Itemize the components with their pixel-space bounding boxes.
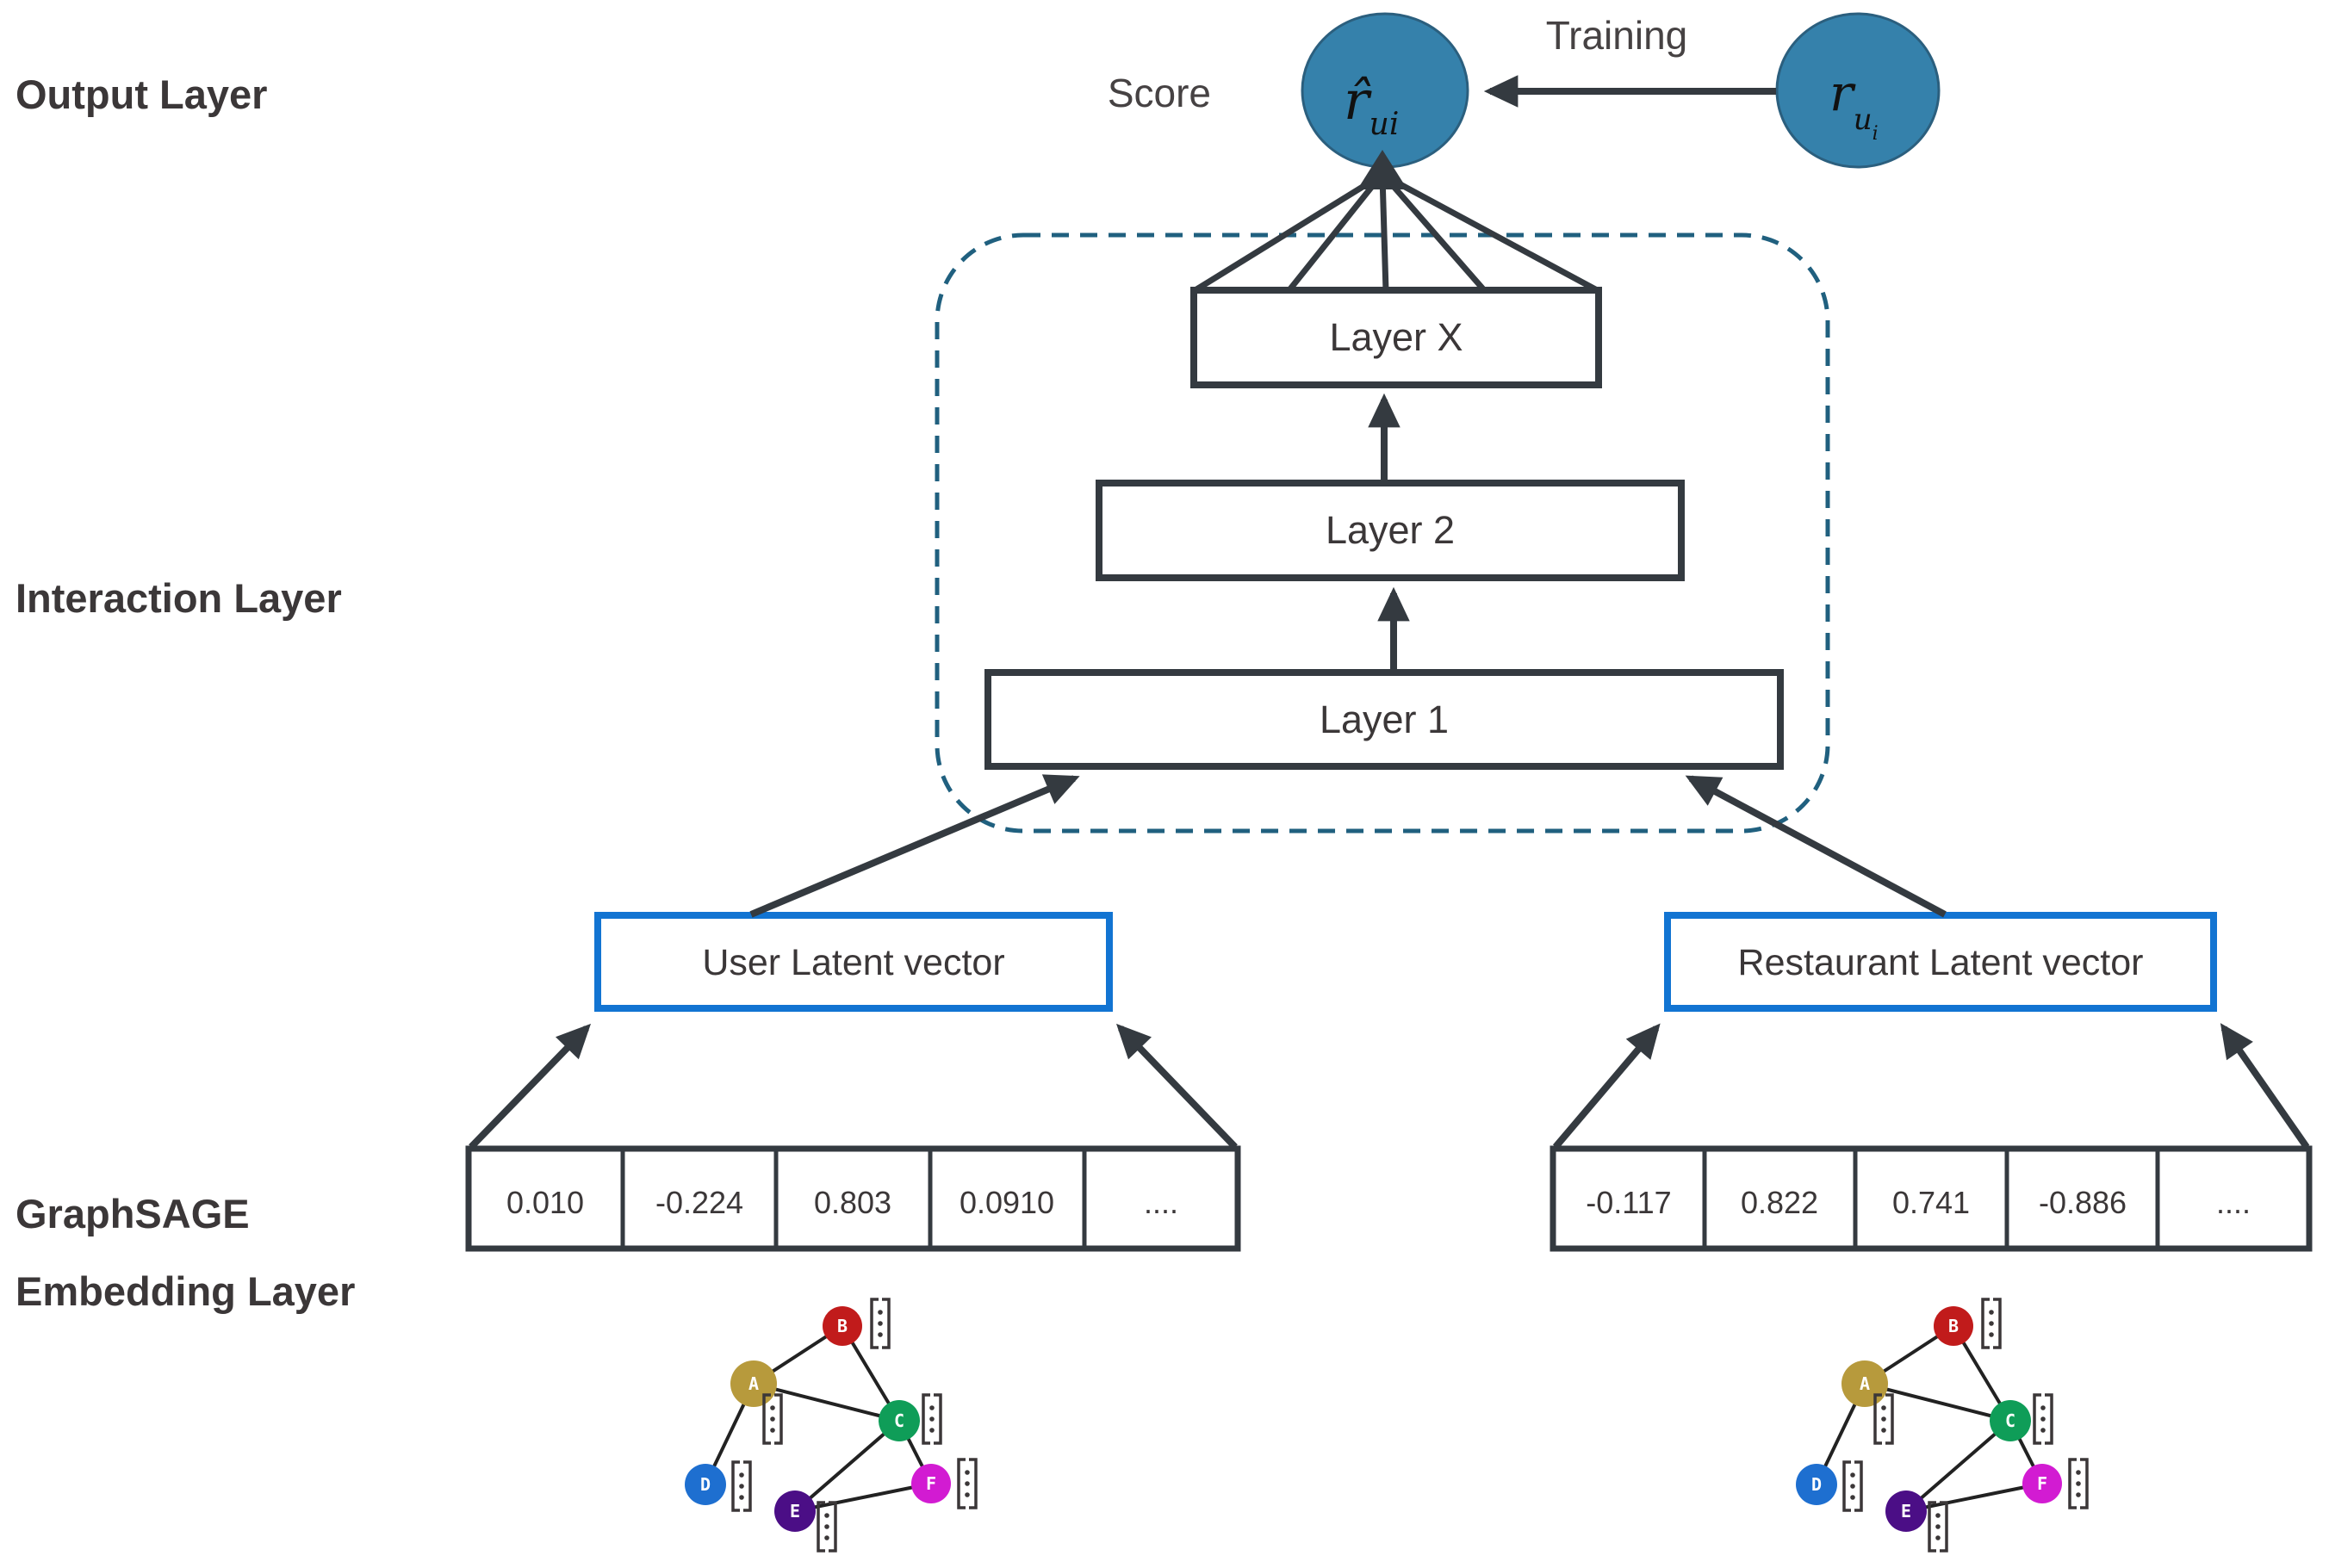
restaurant-embedding-cell: .... (2216, 1185, 2251, 1220)
vector-bracket-icon (957, 1458, 978, 1509)
user-embedding-cell: -0.224 (655, 1185, 743, 1220)
svg-text:A: A (748, 1373, 759, 1394)
restaurant-embedding-cell: 0.741 (1892, 1185, 1970, 1220)
svg-text:E: E (790, 1501, 800, 1522)
user-embedding-to-latent-arrow-right (1116, 1023, 1238, 1150)
vector-bracket-icon (1981, 1298, 2002, 1349)
svg-text:F: F (2037, 1473, 2047, 1494)
score-node: r̂ui (1301, 12, 1469, 169)
layer-1-box (984, 669, 1784, 770)
user-embedding-row: 0.010 -0.224 0.803 0.0910 .... (465, 1023, 1241, 1252)
svg-text:E: E (1901, 1501, 1911, 1522)
svg-text:A: A (1860, 1373, 1870, 1394)
restaurant-latent-to-layer1-arrow (1685, 775, 1947, 918)
user-latent-box (594, 912, 1113, 1012)
graph-node-b: B (823, 1306, 862, 1346)
vector-bracket-icon (2068, 1458, 2089, 1509)
vector-bracket-icon (817, 1501, 837, 1553)
graph-node-a: A (1841, 1360, 1888, 1407)
user-embedding-to-latent-arrow-left (469, 1023, 592, 1150)
restaurant-latent-box (1664, 912, 2217, 1012)
svg-text:C: C (2005, 1410, 2015, 1431)
restaurant-embedding-cell: 0.822 (1741, 1185, 1818, 1220)
vector-bracket-icon (731, 1460, 752, 1512)
embedding-layer-label-line2: Embedding Layer (16, 1268, 355, 1314)
restaurant-embedding-to-latent-arrow-left (1552, 1023, 1661, 1150)
user-latent-to-layer1-arrow (749, 774, 1080, 918)
svg-text:C: C (894, 1410, 904, 1431)
vector-bracket-icon (870, 1298, 891, 1349)
restaurant-graph: A B C D E F (1796, 1298, 2089, 1553)
svg-text:B: B (1948, 1316, 1959, 1336)
vector-bracket-icon (2033, 1393, 2053, 1445)
vector-bracket-icon (922, 1393, 942, 1445)
fan-arrowhead (1357, 150, 1407, 189)
actual-rating-symbol: rui (1829, 64, 1879, 145)
ground-truth-node: rui (1775, 12, 1941, 169)
vector-bracket-icon (1928, 1501, 1948, 1553)
graph-node-e: E (1885, 1491, 1927, 1532)
user-embedding-cell: 0.0910 (960, 1185, 1054, 1220)
restaurant-embedding-cell: -0.117 (1586, 1185, 1671, 1220)
predicted-score-circle (1301, 12, 1469, 169)
graph-node-c: C (1990, 1400, 2031, 1441)
vector-bracket-icon (1842, 1460, 1863, 1512)
predicted-score-symbol: r̂ui (1344, 69, 1399, 142)
graph-node-c: C (879, 1400, 920, 1441)
embedding-layer-label-line1: GraphSAGE (16, 1191, 250, 1236)
graph-node-b: B (1934, 1306, 1973, 1346)
graph-node-e: E (774, 1491, 816, 1532)
score-caption: Score (1108, 71, 1211, 115)
svg-text:D: D (1811, 1474, 1822, 1495)
svg-text:D: D (700, 1474, 711, 1495)
layer-2-label: Layer 2 (1326, 508, 1455, 552)
restaurant-embedding-row: -0.117 0.822 0.741 -0.886 .... (1550, 1023, 2313, 1252)
layer-x-box (1190, 287, 1602, 388)
output-layer-label: Output Layer (16, 71, 267, 117)
graph-node-d: D (1796, 1464, 1837, 1505)
graph-node-f: F (911, 1464, 951, 1503)
restaurant-embedding-to-latent-arrow-right (2220, 1023, 2310, 1150)
interaction-layer-label: Interaction Layer (16, 575, 342, 621)
graph-node-d: D (685, 1464, 726, 1505)
training-caption: Training (1546, 13, 1687, 58)
actual-rating-circle (1775, 12, 1941, 169)
interaction-dashed-box (935, 232, 1830, 834)
restaurant-embedding-cell: -0.886 (2039, 1185, 2127, 1220)
layer-x-label: Layer X (1329, 315, 1463, 359)
svg-text:F: F (926, 1473, 936, 1494)
user-embedding-cell: 0.010 (506, 1185, 584, 1220)
layer-1-label: Layer 1 (1320, 697, 1449, 741)
user-graph: A B C D E F (685, 1298, 978, 1553)
svg-text:B: B (837, 1316, 848, 1336)
layer-x-to-score-fan (1192, 172, 1600, 294)
user-latent-label: User Latent vector (702, 942, 1004, 983)
layer-2-box (1096, 480, 1685, 581)
restaurant-latent-label: Restaurant Latent vector (1738, 942, 2144, 983)
user-embedding-cell: .... (1144, 1185, 1178, 1220)
graph-node-a: A (730, 1360, 777, 1407)
user-embedding-cell: 0.803 (814, 1185, 891, 1220)
graph-node-f: F (2022, 1464, 2062, 1503)
